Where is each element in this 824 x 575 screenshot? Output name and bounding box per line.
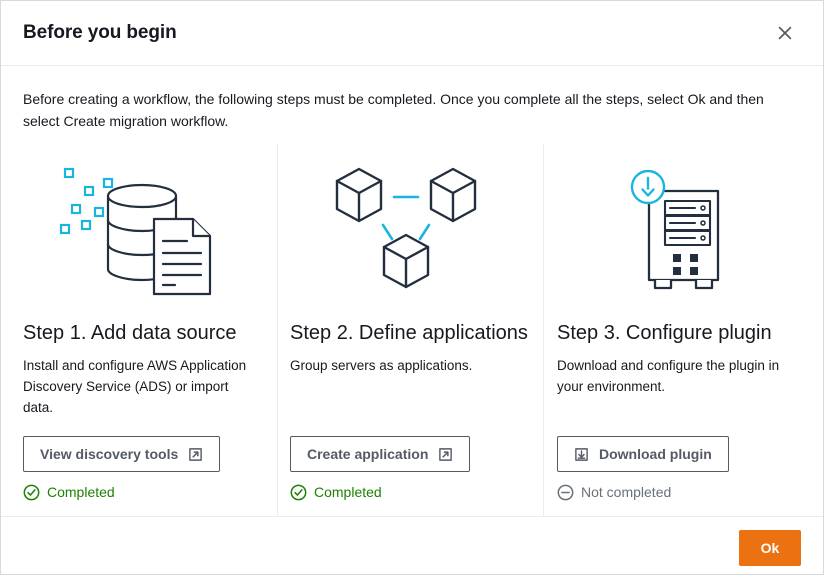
download-plugin-button[interactable]: Download plugin — [557, 436, 729, 472]
connected-cubes-icon — [290, 156, 521, 306]
status-badge: Not completed — [557, 483, 809, 501]
dialog-footer: Ok — [1, 516, 823, 574]
close-icon[interactable] — [769, 17, 801, 49]
step-description: Install and configure AWS Application Di… — [23, 358, 247, 415]
button-label: View discovery tools — [40, 446, 179, 462]
server-download-icon — [557, 156, 809, 306]
dialog-title: Before you begin — [23, 22, 177, 43]
view-discovery-tools-button[interactable]: View discovery tools — [23, 436, 221, 472]
status-label: Completed — [314, 484, 382, 500]
status-badge: Completed — [290, 483, 521, 501]
external-link-icon — [439, 447, 453, 461]
status-label: Completed — [47, 484, 115, 500]
step-card-2: Step 2. Define applications Group server… — [278, 148, 543, 501]
step-description: Group servers as applications. — [290, 358, 473, 373]
create-application-button[interactable]: Create application — [290, 436, 471, 472]
step-button-wrap: Download plugin — [557, 436, 809, 472]
step-title: Step 1. Add data source — [23, 322, 237, 344]
steps-container: Step 1. Add data source Install and conf… — [23, 144, 801, 516]
dialog-header: Before you begin — [1, 1, 823, 66]
check-circle-icon — [23, 484, 40, 500]
download-icon — [575, 447, 588, 461]
status-label: Not completed — [581, 484, 672, 500]
database-document-icon — [23, 156, 255, 306]
button-label: Create application — [307, 446, 429, 462]
status-badge: Completed — [23, 483, 255, 501]
check-circle-icon — [290, 484, 307, 500]
dialog-body: Before creating a workflow, the followin… — [1, 66, 823, 516]
external-link-icon — [189, 447, 203, 461]
column-divider-1 — [277, 144, 278, 516]
step-title: Step 3. Configure plugin — [557, 322, 772, 344]
minus-circle-icon — [557, 484, 574, 500]
intro-text: Before creating a workflow, the followin… — [23, 91, 764, 129]
step-button-wrap: Create application — [290, 436, 521, 472]
column-divider-2 — [543, 144, 544, 516]
step-description: Download and configure the plugin in you… — [557, 358, 780, 394]
step-title: Step 2. Define applications — [290, 322, 528, 344]
ok-button[interactable]: Ok — [739, 529, 801, 566]
step-button-wrap: View discovery tools — [23, 436, 255, 472]
step-card-3: Step 3. Configure plugin Download and co… — [544, 148, 809, 501]
button-label: Download plugin — [599, 446, 712, 462]
step-card-1: Step 1. Add data source Install and conf… — [23, 148, 277, 501]
